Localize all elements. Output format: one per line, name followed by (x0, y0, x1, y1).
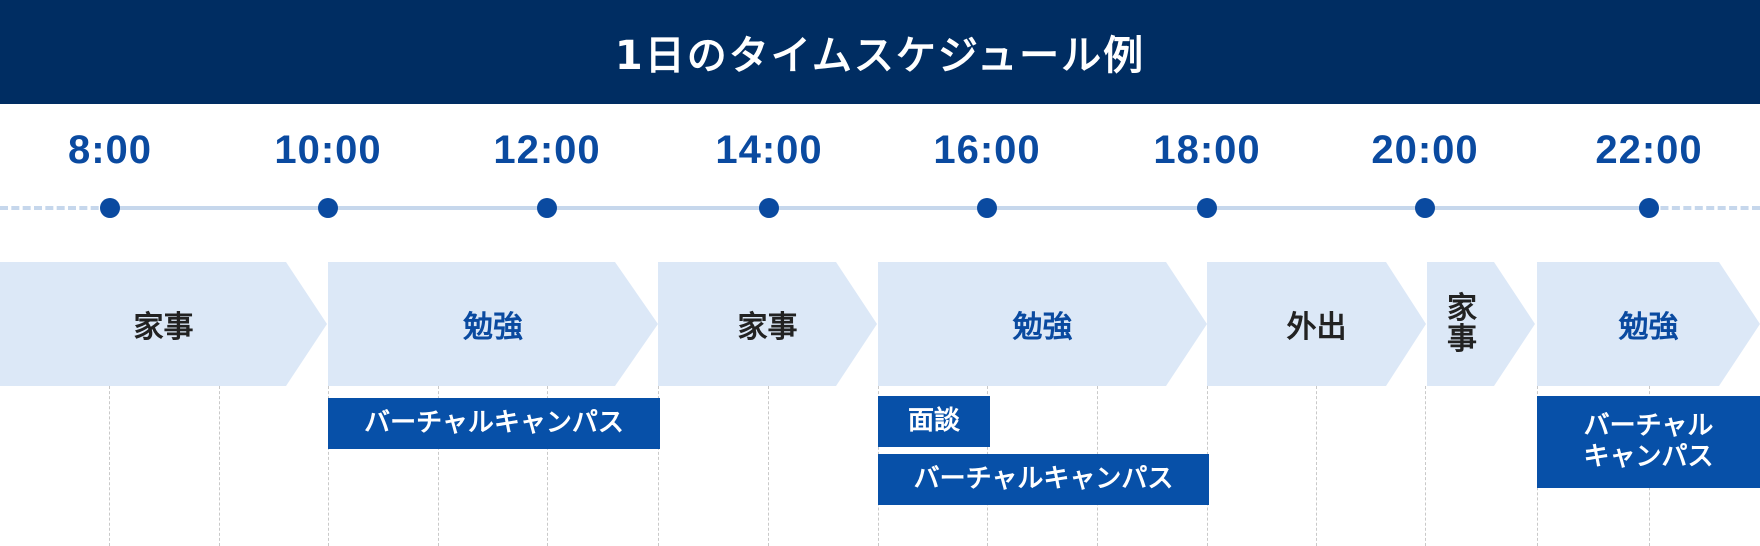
activity-block: 家事 (658, 262, 877, 386)
session-virtual-campus: バーチャルキャンパス (328, 398, 660, 449)
time-label: 10:00 (274, 128, 382, 172)
hour-gridline (1316, 386, 1317, 546)
session-interview: 面談 (878, 396, 990, 447)
activity-label: 家事 (133, 310, 194, 345)
timeline-dot (537, 198, 557, 218)
activity-block: 勉強 (1537, 262, 1760, 386)
activity-label: 家事 (1447, 290, 1477, 357)
activity-block: 勉強 (878, 262, 1207, 386)
timeline-start-dashed (0, 206, 110, 210)
timeline-dot (1415, 198, 1435, 218)
activity-label: 勉強 (463, 310, 523, 345)
hour-gridline (658, 386, 659, 546)
timeline-line (110, 206, 1649, 210)
time-label: 14:00 (715, 128, 823, 172)
page-title: 1日のタイムスケジュール例 (0, 0, 1760, 104)
session-virtual-campus: バーチャルキャンパス (878, 454, 1209, 505)
activity-label: 勉強 (1618, 310, 1679, 345)
time-label: 8:00 (67, 128, 153, 172)
hour-gridline (768, 386, 769, 546)
session-virtual-campus: バーチャル キャンパス (1537, 396, 1760, 488)
activity-block: 外出 (1207, 262, 1426, 386)
hour-gridline (328, 386, 329, 546)
timeline-end-dashed (1649, 206, 1760, 210)
activity-label: 勉強 (1012, 310, 1073, 345)
time-label: 20:00 (1371, 128, 1479, 172)
timeline-dot (1197, 198, 1217, 218)
activity-label: 家事 (737, 310, 798, 345)
activity-block: 家事 (0, 262, 327, 386)
time-label: 12:00 (493, 128, 601, 172)
hour-gridline (438, 386, 439, 546)
timeline-dot (1639, 198, 1659, 218)
time-label: 16:00 (933, 128, 1041, 172)
timeline-dot (318, 198, 338, 218)
timeline-dot (977, 198, 997, 218)
timeline-dot (100, 198, 120, 218)
hour-gridline (109, 386, 110, 546)
hour-gridline (1425, 386, 1426, 546)
time-label: 18:00 (1153, 128, 1261, 172)
hour-gridline (219, 386, 220, 546)
hour-gridline (547, 386, 548, 546)
activity-block: 家事 (1427, 262, 1535, 386)
activity-label: 外出 (1286, 310, 1347, 345)
timeline-dot (759, 198, 779, 218)
time-label: 22:00 (1595, 128, 1703, 172)
activity-block: 勉強 (328, 262, 658, 386)
